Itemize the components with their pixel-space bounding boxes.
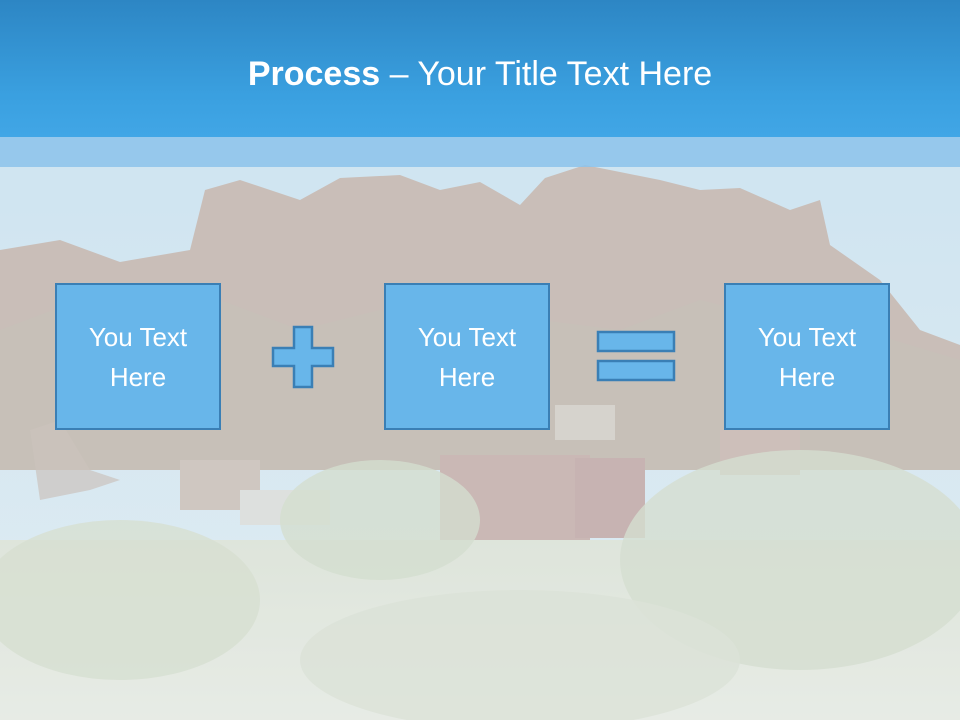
process-box-3-text: You Text Here: [757, 321, 857, 392]
process-box-2: You Text Here: [384, 283, 550, 430]
process-box-3: You Text Here: [724, 283, 890, 430]
plus-icon: [271, 325, 335, 389]
title-banner-strip: [0, 137, 960, 167]
slide-title: Process – Your Title Text Here: [0, 52, 960, 96]
slide-title-bold: Process: [247, 55, 381, 93]
process-box-1-text: You Text Here: [88, 321, 188, 392]
process-box-2-text: You Text Here: [417, 321, 517, 392]
title-banner: [0, 0, 960, 137]
slide-title-rest: – Your Title Text Here: [380, 55, 713, 93]
equals-icon: [596, 330, 676, 382]
process-box-1: You Text Here: [55, 283, 221, 430]
